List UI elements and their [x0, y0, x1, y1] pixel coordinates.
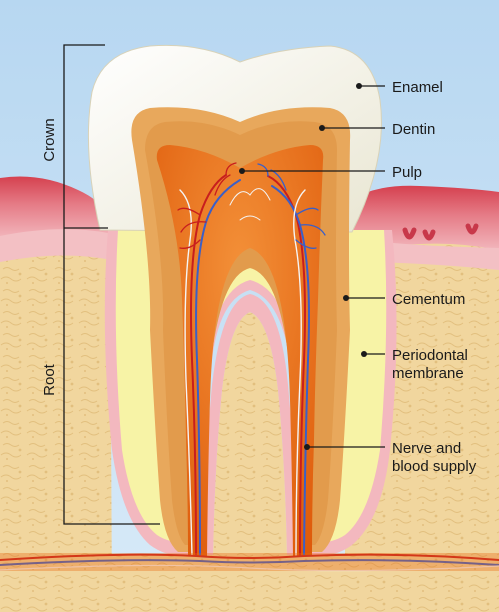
root-canal-base — [0, 553, 499, 571]
gum-left-lower — [0, 229, 112, 262]
gum-left — [0, 176, 108, 238]
periodontal-label-line2: membrane — [392, 365, 464, 382]
nerve-label-line1: Nerve and — [392, 440, 461, 457]
crown-label: Crown — [41, 118, 58, 161]
root-label: Root — [41, 363, 58, 396]
inter-root-bone — [213, 312, 287, 555]
gum-drips-right — [402, 223, 479, 241]
enamel-label: Enamel — [392, 79, 443, 96]
periodontal-label-line1: Periodontal — [392, 347, 468, 364]
inter-root-membrane — [203, 294, 297, 555]
region-bracket — [63, 44, 160, 525]
leader-lines — [242, 85, 385, 448]
nerve-label-line2: blood supply — [392, 458, 477, 475]
jaw-bone-bottom — [0, 555, 499, 612]
dentin-label: Dentin — [392, 121, 435, 138]
nerve-and-blood-vessels — [0, 162, 499, 572]
pulp-label: Pulp — [392, 164, 422, 181]
cementum-label: Cementum — [392, 291, 465, 308]
leader-dots — [239, 83, 367, 450]
